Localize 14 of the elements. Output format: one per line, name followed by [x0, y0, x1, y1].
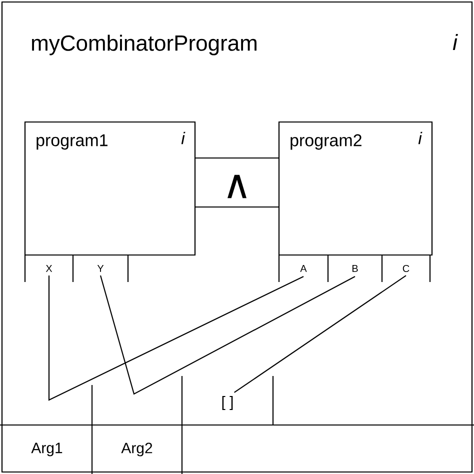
program-box: program1 i [24, 121, 196, 256]
port-label: C [402, 264, 410, 272]
argument-label: Arg2 [121, 442, 152, 456]
slot-label: [ ] [222, 396, 233, 410]
argument-label: Arg1 [31, 442, 62, 456]
program-box: program2 i [278, 121, 433, 256]
port-label: B [352, 265, 358, 272]
conjunction-box: ∧ [195, 157, 279, 208]
port-label: X [46, 265, 52, 272]
port-label: Y [97, 265, 104, 272]
wire [100, 275, 356, 395]
wire [48, 276, 304, 401]
wire [234, 275, 406, 393]
port-label: A [300, 265, 307, 272]
